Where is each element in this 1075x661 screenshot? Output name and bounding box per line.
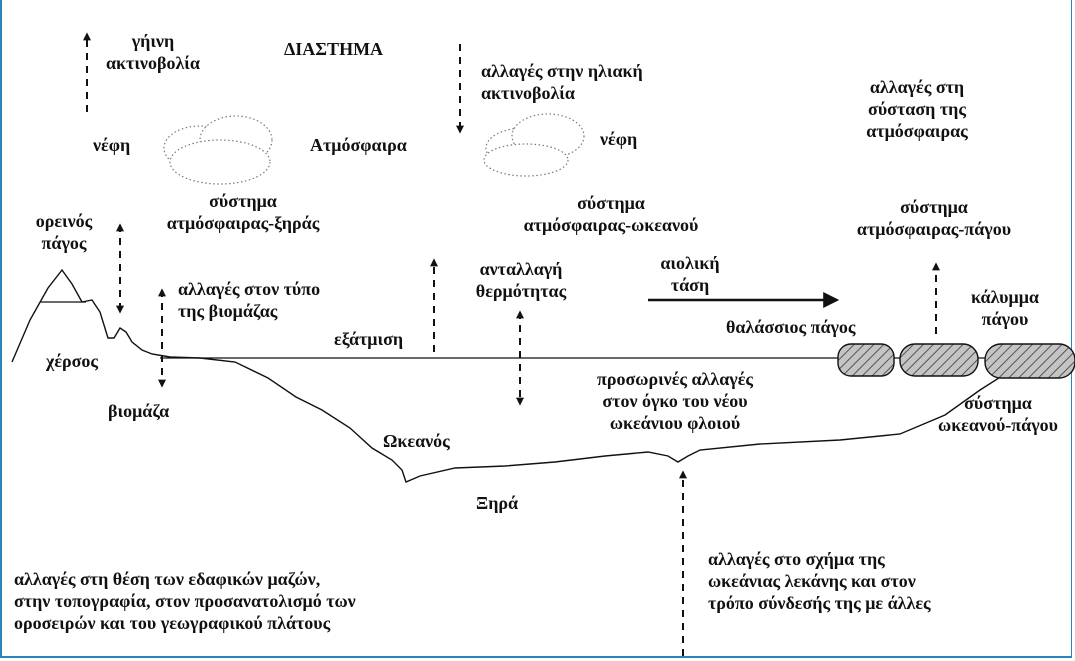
sea-ice-block-1: [837, 343, 895, 377]
sea-ice-block-3: [984, 343, 1075, 379]
clouds-right-label: νέφη: [600, 129, 638, 149]
biomass-type-changes-label: αλλαγές στον τύπο της βιομάζας: [178, 279, 321, 321]
land-mountain-profile: [11, 268, 201, 363]
land-label: χέρσος: [46, 351, 99, 371]
ocean-ice-system-label: σύστημα ωκεανού-πάγου: [938, 393, 1058, 435]
ocean-floor-profile: [199, 357, 1016, 483]
space-label: ΔΙΑΣΤΗΜΑ: [284, 39, 384, 59]
cloud-right: [483, 113, 585, 177]
cloud-left: [163, 115, 273, 185]
sea-ice-block-2: [899, 343, 979, 377]
terrestrial-radiation-label: γήινη ακτινοβολία: [106, 31, 200, 73]
biomass-label: βιομάζα: [108, 401, 170, 421]
heat-exchange-label: ανταλλαγή θερμότητας: [475, 259, 567, 301]
clouds-left-label: νέφη: [93, 135, 131, 155]
basin-changes-label: αλλαγές στο σχήμα της ωκεάνιας λεκάνης κ…: [708, 549, 931, 613]
mountain-glacier-label: ορεινός πάγος: [35, 211, 93, 253]
wind-stress-label: αιολική τάση: [660, 253, 720, 295]
atmos-land-system-label: σύστημα ατμόσφαιρας-ξηράς: [166, 191, 320, 233]
landmass-changes-label: αλλαγές στη θέση των εδαφικών μαζών, στη…: [14, 569, 356, 633]
land-below-label: Ξηρά: [476, 493, 519, 513]
atmosphere-label: Ατμόσφαιρα: [310, 135, 407, 155]
atmos-composition-label: αλλαγές στη σύσταση της ατμόσφαιρας: [866, 77, 968, 141]
atmos-ice-system-label: σύστημα ατμόσφαιρας-πάγου: [856, 197, 1012, 239]
atmos-ocean-system-label: σύστημα ατμόσφαιρας-ωκεανού: [523, 193, 699, 235]
sea-ice-label: θαλάσσιος πάγος: [726, 317, 856, 337]
temporary-changes-label: προσωρινές αλλαγές στον όγκο του νέου ωκ…: [597, 369, 753, 433]
ice-cover-label: κάλυμμα πάγου: [971, 287, 1039, 329]
evaporation-label: εξάτμιση: [334, 329, 404, 349]
solar-radiation-label: αλλαγές στην ηλιακή ακτινοβολία: [481, 61, 643, 103]
ocean-label: Ωκεανός: [383, 431, 450, 451]
